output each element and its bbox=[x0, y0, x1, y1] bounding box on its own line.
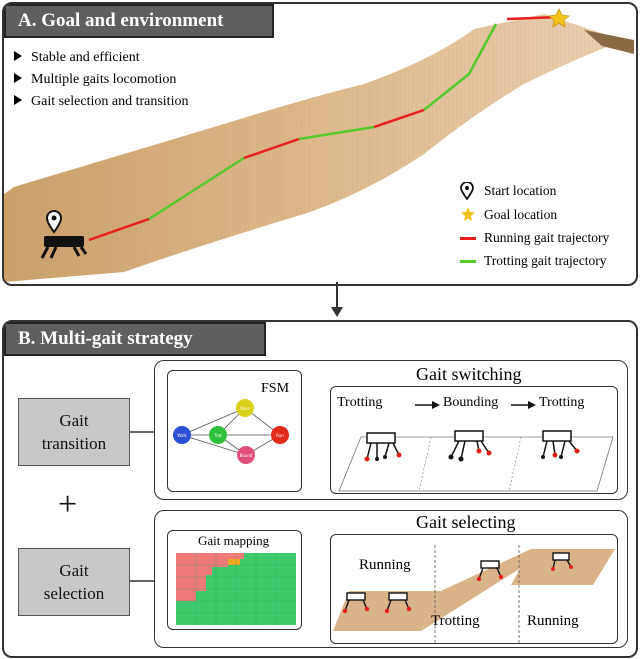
gait-switching-title: Gait switching bbox=[416, 364, 522, 384]
fsm-node-label: Trot bbox=[213, 433, 222, 438]
gait-mapping-heatmap bbox=[176, 553, 296, 625]
goal-platform bbox=[584, 30, 634, 54]
fsm-node-trot bbox=[209, 426, 227, 444]
switch-step-2: Bounding bbox=[443, 395, 499, 410]
gait-transition-box: Gait transition bbox=[18, 398, 130, 466]
bullet-item: Multiple gaits locomotion bbox=[14, 72, 176, 88]
panel-goal-environment: A. Goal and environment Stable and effic… bbox=[2, 2, 638, 286]
fsm-node-label: Bound bbox=[240, 453, 253, 458]
bullet-item: Gait selection and transition bbox=[14, 94, 188, 110]
switch-step-1: Trotting bbox=[337, 395, 383, 410]
running-trajectory-2 bbox=[243, 137, 300, 160]
panel-a-header: A. Goal and environment bbox=[4, 4, 274, 38]
switch-step-3: Trotting bbox=[539, 395, 585, 410]
fsm-node-bound bbox=[237, 446, 255, 464]
trotting-trajectory-3 bbox=[423, 23, 498, 111]
robot-trotting-icon bbox=[542, 430, 578, 458]
legend-trotting-label: Trotting gait trajectory bbox=[484, 253, 607, 268]
gait-selecting-terrain bbox=[333, 545, 615, 643]
gait-mapping-title: Gait mapping bbox=[198, 533, 270, 548]
bullet-arrow-icon bbox=[14, 95, 22, 105]
running-trajectory-3 bbox=[373, 108, 425, 129]
legend-goal-star-icon bbox=[461, 207, 475, 221]
legend-running-swatch bbox=[460, 237, 476, 240]
gait-switching-box: Trotting Bounding Trotting bbox=[330, 386, 618, 494]
robot-trotting-icon bbox=[366, 432, 400, 460]
goal-star-icon bbox=[548, 8, 570, 28]
start-pin-icon bbox=[45, 210, 63, 234]
fsm-graph: Walk Trot Pace Bound Run bbox=[173, 399, 289, 464]
down-arrow-icon bbox=[331, 282, 343, 317]
bullet-item: Stable and efficient bbox=[14, 50, 140, 66]
robot-icon bbox=[40, 236, 88, 259]
fsm-node-label: Walk bbox=[177, 433, 187, 438]
arrow-right-icon bbox=[511, 401, 536, 409]
arrow-right-icon bbox=[415, 401, 440, 409]
panel-multi-gait-strategy: B. Multi-gait strategy Gait transition +… bbox=[2, 320, 638, 658]
gait-switching-robots bbox=[338, 430, 614, 492]
gait-mapping-box: Gait mapping bbox=[167, 530, 302, 630]
robot-bounding-icon bbox=[450, 430, 490, 460]
trotting-trajectory-1 bbox=[148, 156, 245, 221]
gait-selecting-title: Gait selecting bbox=[416, 512, 516, 532]
panel-b-header: B. Multi-gait strategy bbox=[4, 322, 266, 356]
bullet-arrow-icon bbox=[14, 73, 22, 83]
selecting-label-running-2: Running bbox=[527, 613, 579, 629]
legend-running-label: Running gait trajectory bbox=[484, 230, 610, 245]
plus-sign: + bbox=[58, 486, 78, 523]
fsm-node-walk bbox=[173, 426, 191, 444]
legend-start-pin-icon bbox=[460, 182, 474, 200]
legend-start-label: Start location bbox=[484, 183, 557, 198]
gait-selection-box: Gait selection bbox=[18, 548, 130, 616]
gait-selecting-box: Running Trotting Running bbox=[330, 534, 618, 644]
fsm-box: FSM Walk Trot Pace Bound Ru bbox=[167, 370, 302, 492]
fsm-node-pace bbox=[236, 399, 254, 417]
fsm-node-run bbox=[271, 426, 289, 444]
legend-goal-label: Goal location bbox=[484, 207, 558, 222]
terrain-scene bbox=[4, 8, 634, 282]
selecting-label-running-1: Running bbox=[359, 557, 411, 573]
legend-trotting-swatch bbox=[460, 260, 476, 263]
fsm-node-label: Pace bbox=[240, 406, 250, 411]
fsm-node-label: Run bbox=[276, 433, 284, 438]
running-trajectory-1 bbox=[88, 217, 150, 242]
fsm-label: FSM bbox=[261, 381, 290, 396]
bullet-arrow-icon bbox=[14, 51, 22, 61]
trotting-trajectory-2 bbox=[298, 125, 375, 141]
selecting-label-trotting: Trotting bbox=[431, 613, 480, 629]
